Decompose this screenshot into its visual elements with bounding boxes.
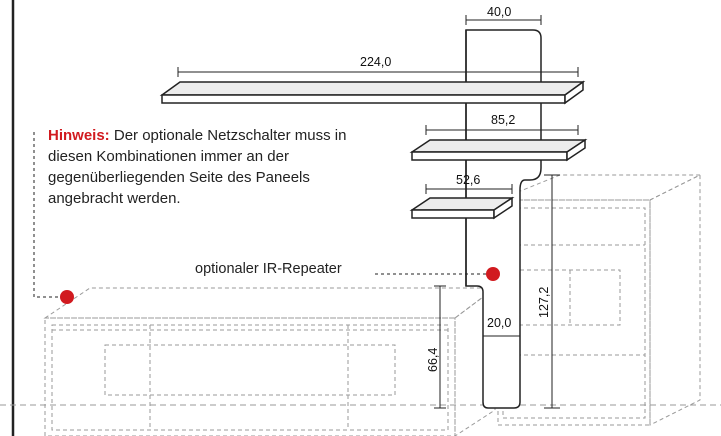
dim-panel-height: 127,2 — [537, 286, 551, 318]
hint-note: Hinweis: Der optionale Netzschalter muss… — [48, 125, 378, 209]
hint-text: Der optionale Netzschalter muss in diese… — [48, 127, 347, 207]
switch-marker — [60, 290, 74, 304]
dim-panel-width: 40,0 — [487, 5, 512, 19]
ir-repeater-label: optionaler IR-Repeater — [195, 261, 342, 277]
shelf-low — [409, 196, 515, 220]
hint-prefix: Hinweis: — [48, 127, 110, 144]
dim-shelf-top: 224,0 — [360, 55, 392, 69]
lowboard-left — [43, 287, 497, 436]
dimension-lines — [177, 15, 579, 409]
dim-lowboard-height: 66,4 — [426, 347, 440, 372]
dim-foot-width: 20,0 — [487, 316, 512, 330]
leader-lines — [33, 132, 486, 298]
sideboard-right — [497, 174, 701, 426]
shelf-mid — [409, 138, 588, 162]
dim-shelf-mid: 85,2 — [491, 113, 516, 127]
ir-repeater-marker — [486, 267, 500, 281]
shelf-top — [159, 80, 586, 105]
dim-shelf-low: 52,6 — [456, 173, 481, 187]
